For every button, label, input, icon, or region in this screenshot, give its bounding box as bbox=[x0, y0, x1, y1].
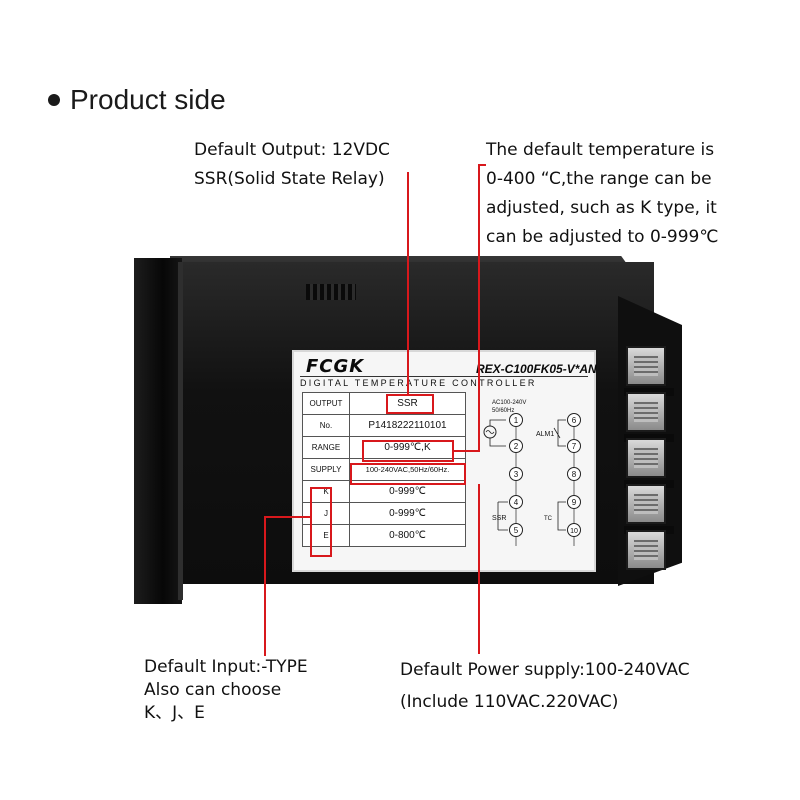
ac-source-icon bbox=[483, 425, 497, 439]
output-leader-line bbox=[407, 172, 409, 394]
tc-label: TC bbox=[544, 516, 553, 522]
range-highlight-box bbox=[362, 440, 454, 462]
terminal-number: 4 bbox=[514, 498, 519, 507]
terminal-number: 3 bbox=[514, 470, 519, 479]
input-annotation: Default Input:-TYPE Also can choose K、J、… bbox=[144, 656, 308, 725]
device-front-bezel bbox=[134, 258, 182, 604]
spec-key: SUPPLY bbox=[302, 458, 350, 481]
section-heading: Product side bbox=[48, 84, 226, 116]
supply-text: 50/60Hz bbox=[492, 408, 514, 414]
temperature-annotation: The default temperature is 0-400 “C,the … bbox=[486, 136, 718, 252]
spec-key: RANGE bbox=[302, 436, 350, 459]
device-vent bbox=[306, 284, 356, 300]
spec-key: K bbox=[302, 480, 350, 503]
terminal-screw-icon bbox=[626, 392, 666, 432]
terminal-number: 9 bbox=[572, 498, 577, 507]
temperature-leader-line bbox=[478, 164, 486, 166]
input-leader-line bbox=[264, 516, 266, 656]
terminal-screw-icon bbox=[626, 346, 666, 386]
brand-logo: FCGK bbox=[306, 356, 365, 377]
spec-value: 0-999℃ bbox=[349, 480, 466, 503]
annotation-line: can be adjusted to 0-999℃ bbox=[486, 227, 719, 247]
power-annotation: Default Power supply:100-240VAC (Include… bbox=[400, 654, 690, 718]
spec-value: P1418222110101 bbox=[349, 414, 466, 437]
table-row: J 0-999℃ bbox=[302, 502, 466, 525]
label-divider bbox=[300, 376, 588, 377]
terminal-number: 7 bbox=[572, 442, 577, 451]
annotation-line: 0-400 “C,the range can be bbox=[486, 169, 712, 189]
annotation-line: Also can choose bbox=[144, 680, 282, 700]
model-number: REX-C100FK05-V*AN bbox=[476, 362, 597, 376]
terminal-number: 6 bbox=[572, 416, 577, 425]
spec-key: No. bbox=[302, 414, 350, 437]
table-row: K 0-999℃ bbox=[302, 480, 466, 503]
annotation-line: adjusted, such as K type, it bbox=[486, 198, 717, 218]
annotation-line: Default Power supply:100-240VAC bbox=[400, 660, 690, 680]
bullet-icon bbox=[48, 94, 60, 106]
terminal-number: 1 bbox=[514, 416, 519, 425]
alarm-label: ALM1 bbox=[536, 431, 554, 438]
table-row: E 0-800℃ bbox=[302, 524, 466, 547]
terminal-number: 5 bbox=[514, 526, 519, 535]
terminal-screw-icon bbox=[626, 438, 666, 478]
spec-key: J bbox=[302, 502, 350, 525]
temperature-leader-line bbox=[478, 164, 480, 452]
table-row: No. P1418222110101 bbox=[302, 414, 466, 437]
wiring-diagram: AC100-240V 50/60Hz 1 2 3 4 5 6 7 8 9 10 … bbox=[483, 400, 581, 546]
terminal-number: 10 bbox=[570, 528, 578, 535]
device-front-edge bbox=[178, 262, 183, 600]
input-leader-line bbox=[264, 516, 310, 518]
annotation-line: Default Input:-TYPE bbox=[144, 657, 308, 677]
label-subtitle: DIGITAL TEMPERATURE CONTROLLER bbox=[300, 378, 537, 388]
temperature-leader-line bbox=[454, 450, 480, 452]
power-leader-line bbox=[478, 484, 480, 654]
supply-highlight-box bbox=[350, 463, 466, 485]
terminal-screw-icon bbox=[626, 530, 666, 570]
spec-value: 0-800℃ bbox=[349, 524, 466, 547]
input-highlight-box bbox=[310, 487, 332, 557]
ssr-label: SSR bbox=[492, 515, 506, 522]
annotation-line: (Include 110VAC.220VAC) bbox=[400, 692, 619, 712]
terminal-screw-icon bbox=[626, 484, 666, 524]
annotation-line: The default temperature is bbox=[486, 140, 715, 160]
annotation-line: Default Output: 12VDC bbox=[194, 140, 390, 160]
supply-text: AC100-240V bbox=[492, 400, 526, 406]
spec-value: 0-999℃ bbox=[349, 502, 466, 525]
terminal-number: 8 bbox=[572, 470, 577, 479]
terminal-number: 2 bbox=[514, 442, 519, 451]
output-highlight-box bbox=[386, 394, 434, 414]
spec-key: OUTPUT bbox=[302, 392, 350, 415]
heading-text: Product side bbox=[70, 84, 226, 115]
annotation-line: K、J、E bbox=[144, 703, 205, 723]
table-row: OUTPUT SSR bbox=[302, 392, 466, 415]
annotation-line: SSR(Solid State Relay) bbox=[194, 169, 385, 189]
spec-value: SSR bbox=[349, 392, 466, 415]
output-annotation: Default Output: 12VDC SSR(Solid State Re… bbox=[194, 136, 390, 194]
